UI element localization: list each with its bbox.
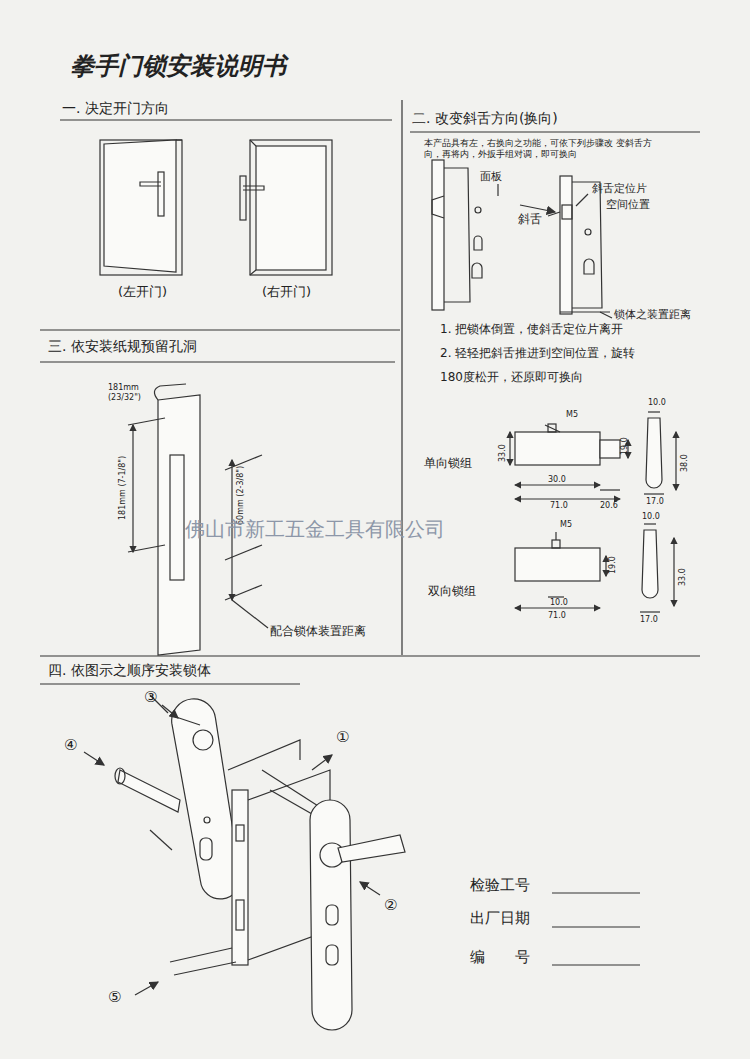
dimension: 71.0 bbox=[548, 611, 566, 621]
section-heading: 四. 依图示之顺序安装锁体 bbox=[48, 662, 211, 679]
dimension: 181mm (7-1/8") bbox=[118, 456, 128, 520]
form-field: 编 号 bbox=[470, 948, 530, 966]
dimension: M5 bbox=[566, 410, 578, 420]
step-text: 1. 把锁体倒置，使斜舌定位片离开 bbox=[440, 322, 623, 336]
title: 拳手门锁安装说明书 bbox=[70, 52, 286, 81]
part-name: 斜舌定位片 bbox=[592, 182, 647, 195]
dimension: M5 bbox=[560, 520, 572, 530]
assembly-name: 单向锁组 bbox=[424, 456, 472, 470]
dimension: 38.0 bbox=[680, 454, 690, 472]
dimension: 10.0 bbox=[648, 398, 666, 408]
note: 配合锁体装置距离 bbox=[270, 624, 366, 638]
door-caption: (左开门) bbox=[118, 284, 167, 300]
part-name: 斜舌 bbox=[518, 212, 542, 226]
assembly-name: 双向锁组 bbox=[428, 584, 476, 598]
step-text: 180度松开，还原即可换向 bbox=[440, 370, 583, 384]
dimension: 10.0 bbox=[550, 598, 568, 608]
dimension: 17.0 bbox=[646, 497, 664, 507]
dimension: 19.0 bbox=[620, 437, 630, 455]
form-field: 检验工号 bbox=[470, 876, 530, 894]
part-name: 面板 bbox=[480, 170, 502, 183]
callout-number: ② bbox=[384, 896, 397, 914]
callout-number: ④ bbox=[64, 736, 77, 754]
note: 本产品具有左，右换向之功能，可依下列步骤改 变斜舌方向，再将内，外扳手组对调，即… bbox=[424, 138, 654, 160]
dimension: 71.0 bbox=[550, 501, 568, 511]
dimension: 30.0 bbox=[548, 475, 566, 485]
section-heading: 三. 依安装纸规预留孔洞 bbox=[48, 338, 197, 355]
section-heading: 一. 决定开门方向 bbox=[62, 100, 169, 117]
callout-number: ⑤ bbox=[108, 988, 121, 1006]
dimension: 20.6 bbox=[600, 501, 618, 511]
dimension: 33.0 bbox=[678, 568, 688, 586]
dimension: 17.0 bbox=[640, 615, 658, 625]
section-heading: 二. 改变斜舌方向(换向) bbox=[412, 110, 558, 127]
part-name: 空间位置 bbox=[606, 198, 650, 211]
part-name: 锁体之装置距离 bbox=[614, 308, 691, 321]
dimension: 33.0 bbox=[498, 444, 508, 462]
step-text: 2. 轻轻把斜舌推进到空间位置，旋转 bbox=[440, 346, 635, 360]
form-field: 出厂日期 bbox=[470, 909, 530, 927]
dimension: 181mm (23/32") bbox=[108, 383, 163, 402]
dimension: 60mm (2-3/8") bbox=[236, 466, 246, 525]
callout-number: ③ bbox=[144, 688, 157, 706]
callout-number: ① bbox=[336, 728, 349, 746]
door-caption: (右开门) bbox=[262, 284, 311, 300]
dimension: 19.0 bbox=[608, 556, 618, 574]
dimension: 10.0 bbox=[642, 512, 660, 522]
watermark: 佛山市新工五金工具有限公司 bbox=[185, 517, 445, 541]
